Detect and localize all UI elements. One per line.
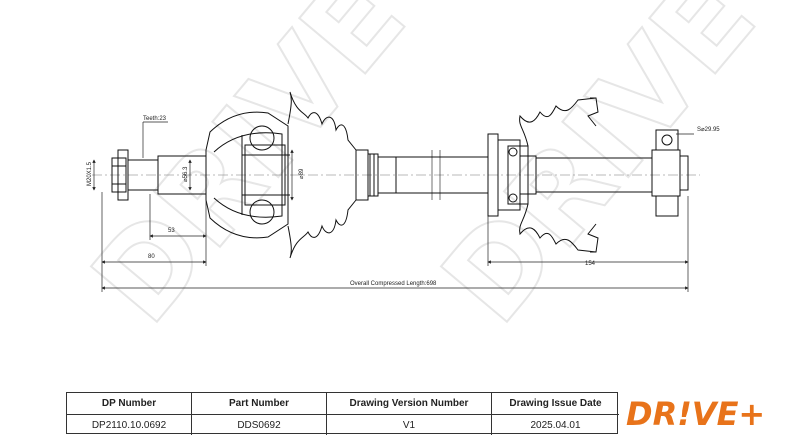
- length-53-label: 53: [168, 228, 175, 234]
- issue-date-value: 2025.04.01: [530, 419, 581, 431]
- overall-length-label: Overall Compressed Length:698: [350, 281, 437, 287]
- dimension-lines: [92, 121, 694, 292]
- title-block: DP Number DP2110.10.0692 Part Number DDS…: [66, 392, 619, 435]
- part-number-value: DDS0692: [237, 419, 281, 431]
- dp-number-value: DP2110.10.0692: [91, 419, 167, 431]
- issue-date-cell: Drawing Issue Date 2025.04.01: [492, 393, 619, 435]
- teeth-label: Teeth:23: [143, 116, 167, 122]
- part-number-header: Part Number: [192, 393, 326, 415]
- dp-number-cell: DP Number DP2110.10.0692: [67, 393, 192, 435]
- length-80-label: 80: [148, 254, 155, 260]
- version-value: V1: [402, 419, 416, 431]
- length-154-label: 154: [585, 261, 596, 267]
- version-cell: Drawing Version Number V1: [327, 393, 492, 435]
- brand-logo: DR!VE+: [626, 395, 765, 433]
- shaft-outline: [111, 91, 689, 259]
- issue-date-header: Drawing Issue Date: [492, 393, 619, 415]
- watermark: DRIVE+ DRIVE+: [65, 0, 800, 349]
- watermark-text-right: DRIVE+: [416, 0, 800, 348]
- diameter-56-label: ⌀56.3: [183, 166, 189, 182]
- watermark-text-left: DRIVE+: [66, 0, 495, 348]
- hex-size-label: S⌀29.95: [697, 127, 720, 133]
- part-number-cell: Part Number DDS0692: [192, 393, 327, 435]
- dp-number-header: DP Number: [67, 393, 191, 415]
- brand-logo-text: DR!VE+: [626, 395, 765, 433]
- diameter-89-label: ⌀89: [299, 168, 305, 179]
- version-header: Drawing Version Number: [327, 393, 491, 415]
- drive-shaft-drawing: DRIVE+ DRIVE+: [65, 0, 800, 349]
- thread-label: M20X1.5: [87, 161, 93, 186]
